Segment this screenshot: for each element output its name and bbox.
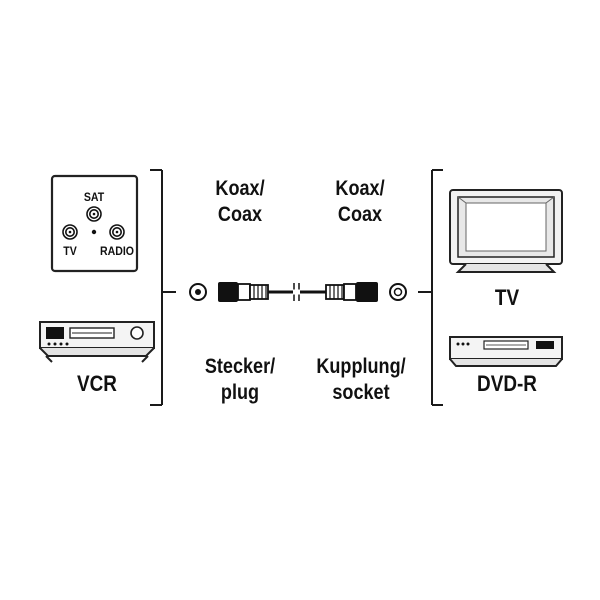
sat-connector-icon (86, 206, 102, 222)
coax-label-left-line2: Coax (217, 203, 263, 226)
tv-socket-label: TV (63, 244, 77, 258)
plug-connector-icon (218, 282, 269, 302)
socket-end-icon (389, 283, 407, 301)
dvd-recorder-icon (449, 336, 563, 367)
plug-label-line2: plug (220, 381, 260, 404)
right-bracket (418, 169, 443, 406)
wall-socket-icon (50, 174, 139, 273)
vcr-icon (39, 321, 155, 363)
vcr-label: VCR (77, 371, 117, 396)
coax-label-right-line1: Koax/ (335, 177, 385, 200)
sat-label: SAT (83, 190, 105, 204)
socket-connector-icon (325, 282, 378, 302)
plug-label-line1: Stecker/ (204, 355, 276, 378)
plug-end-icon (189, 283, 207, 301)
dvdr-label: DVD-R (477, 371, 537, 396)
radio-connector-icon (109, 224, 125, 240)
tv-icon (449, 189, 563, 273)
tv-connector-icon (62, 224, 78, 240)
coax-label-right-line2: Coax (337, 203, 383, 226)
coax-cable-icon (189, 282, 407, 302)
tv-label: TV (494, 285, 520, 310)
left-bracket (150, 169, 176, 406)
radio-socket-label: RADIO (99, 244, 135, 258)
coax-label-left-line1: Koax/ (215, 177, 265, 200)
screw-dot (91, 229, 97, 235)
socket-label-line2: socket (332, 381, 390, 404)
socket-label-line1: Kupplung/ (316, 355, 406, 378)
